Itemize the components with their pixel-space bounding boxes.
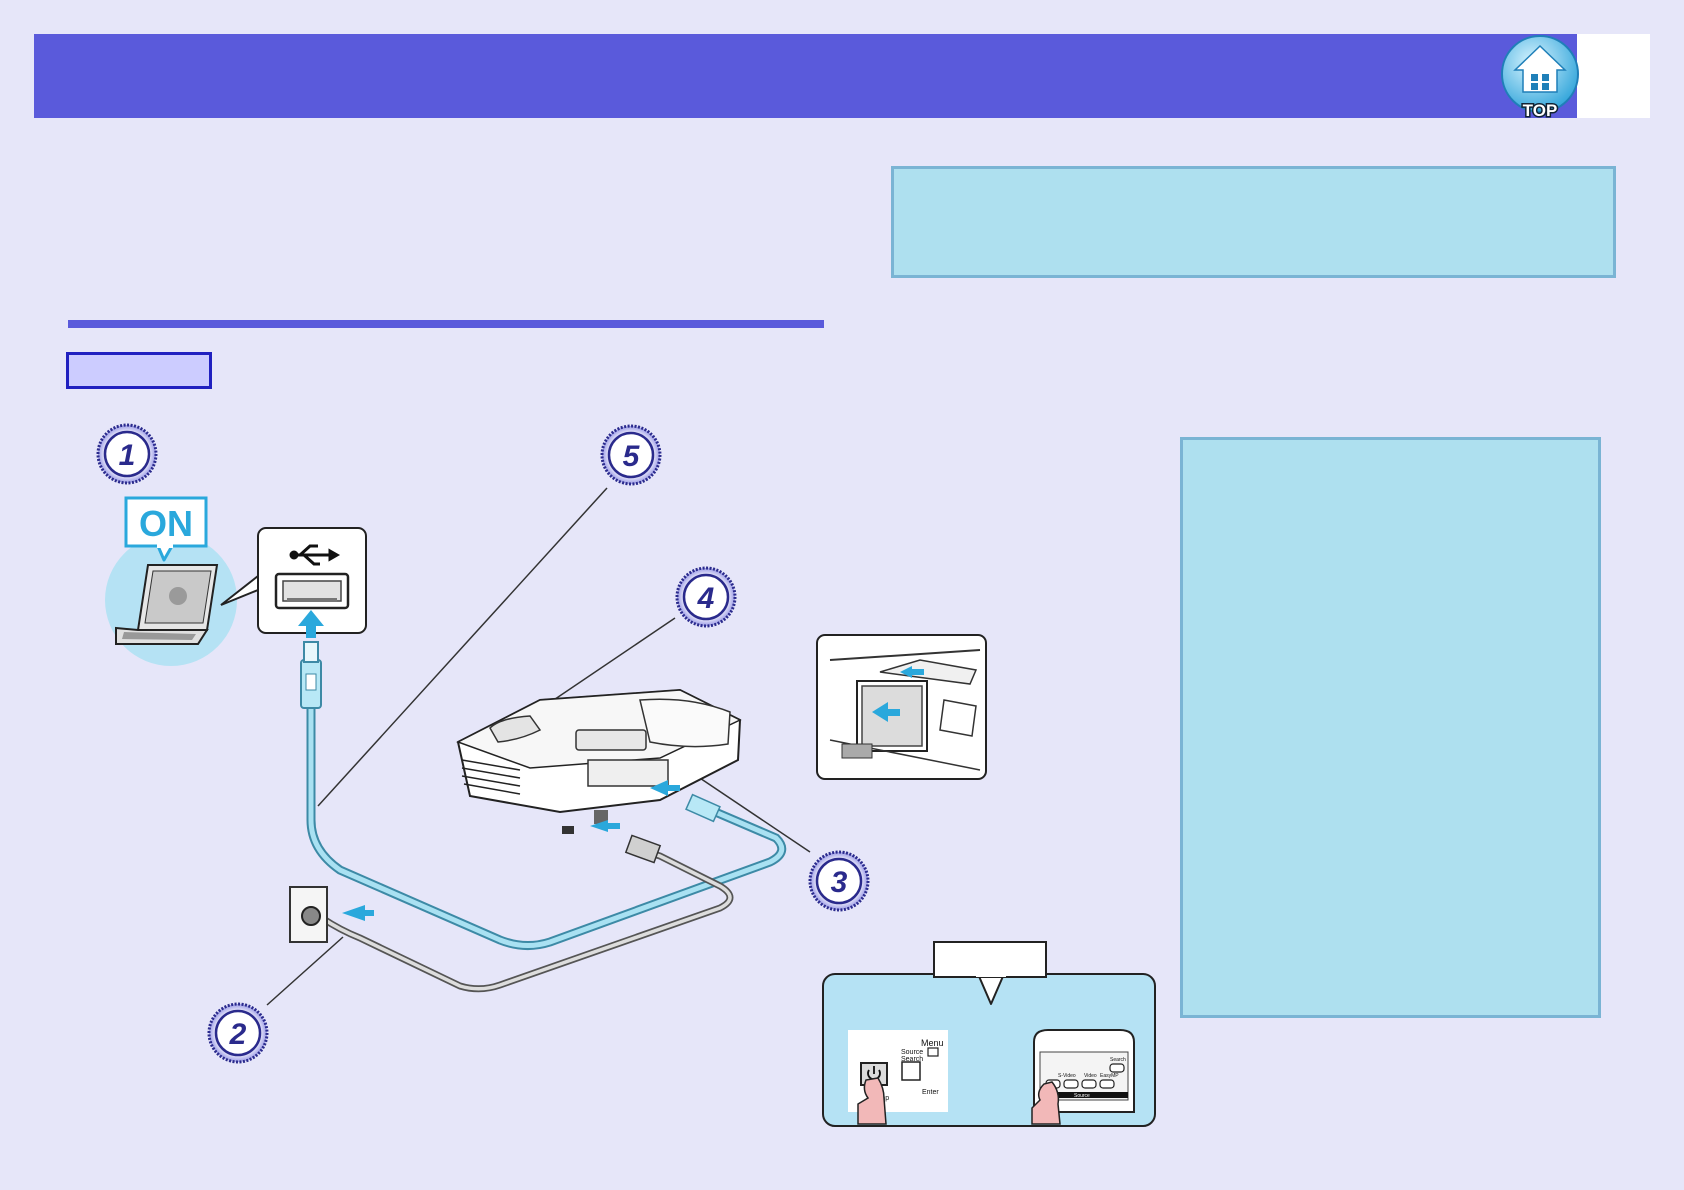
source-search-label-2: Search: [901, 1056, 923, 1063]
on-badge: ON: [124, 496, 208, 562]
wall-outlet-icon: [289, 886, 374, 943]
laptop-icon: [105, 534, 237, 666]
remote-svideo-label: S-Video: [1058, 1073, 1076, 1079]
step-marker-4: 4: [675, 566, 737, 628]
usb-cable: [300, 641, 787, 950]
header-bar: [34, 34, 1577, 118]
on-badge-label: ON: [139, 503, 193, 544]
enter-label: Enter: [922, 1089, 939, 1096]
projector-control-panel: Menu Source Search Temp Enter: [848, 1030, 948, 1125]
top-button[interactable]: TOP: [1495, 30, 1585, 122]
step-marker-1-label: 1: [119, 439, 136, 472]
procedure-tag: [66, 352, 212, 389]
source-search-label-1: Source: [901, 1049, 923, 1056]
power-cable: [318, 844, 734, 993]
projector-icon: [456, 688, 742, 864]
step-marker-4-label: 4: [697, 582, 715, 615]
remote-video-label: Video: [1084, 1073, 1097, 1079]
lens-cover-inset: [816, 634, 987, 780]
step-marker-3: 3: [808, 850, 870, 912]
home-icon: TOP: [1501, 35, 1579, 122]
step-marker-5-label: 5: [623, 440, 641, 473]
remote-control-icon: Search S-Video Video EasyMP Source: [1031, 1029, 1135, 1125]
remote-source-label: Source: [1074, 1093, 1090, 1099]
step-marker-2-label: 2: [229, 1018, 247, 1051]
step-marker-5: 5: [600, 424, 662, 486]
step-marker-3-label: 3: [831, 866, 848, 899]
section-divider: [68, 320, 824, 328]
step-marker-2: 2: [207, 1002, 269, 1064]
remote-easymp-label: EasyMP: [1100, 1073, 1119, 1079]
remote-search-label: Search: [1110, 1057, 1126, 1063]
menu-label: Menu: [921, 1038, 944, 1048]
top-button-label: TOP: [1523, 101, 1558, 120]
page-number-tab: [1577, 34, 1650, 118]
usb-icon: [289, 544, 341, 566]
note-box: [891, 166, 1616, 278]
usb-port-callout: [257, 527, 367, 638]
side-info-panel: [1180, 437, 1601, 1018]
power-on-callout: Menu Source Search Temp Enter Search S-V…: [822, 941, 1156, 1127]
step-marker-1: 1: [96, 423, 158, 485]
